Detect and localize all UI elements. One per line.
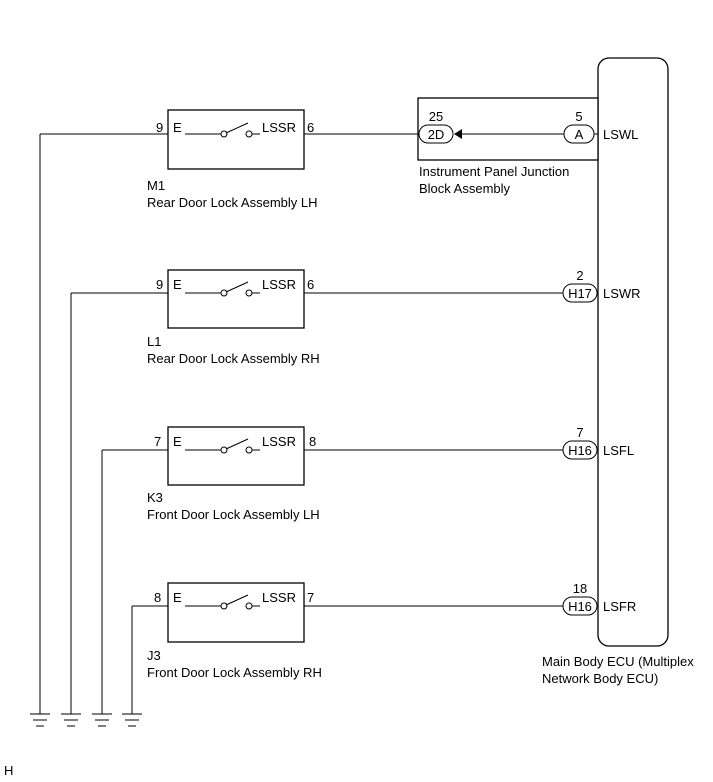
m1-signal-pin: 6 <box>307 120 314 135</box>
m1-ground-pin: 9 <box>156 120 163 135</box>
j3-signal-terminal: LSSR <box>262 590 296 605</box>
j3-ground-terminal: E <box>173 590 182 605</box>
k3-switch-blade <box>225 438 249 450</box>
m1-switch-contact-left <box>220 130 228 138</box>
j3-switch-contact-left <box>220 602 228 610</box>
k3-ground-terminal: E <box>173 434 182 449</box>
m1-body <box>167 109 305 170</box>
l1-signal-pin: 6 <box>307 277 314 292</box>
m1-component-name: Rear Door Lock Assembly LH <box>147 195 318 210</box>
j3-ecu-connector-oval <box>562 596 598 616</box>
k3-ecu-pin: 7 <box>576 425 583 440</box>
k3-switch-contact-right <box>245 446 253 454</box>
j3-ecu-terminal: LSFR <box>603 599 636 614</box>
l1-ecu-connector: H17 <box>568 286 592 301</box>
l1-body <box>167 269 305 329</box>
j3-ecu-pin: 18 <box>573 581 587 596</box>
k3-ground-pin: 7 <box>154 434 161 449</box>
junction-block-name-line1: Instrument Panel Junction <box>419 164 569 179</box>
k3-body <box>167 426 305 486</box>
k3-ecu-terminal: LSFL <box>603 443 634 458</box>
m1-ecu-terminal: LSWL <box>603 127 638 142</box>
junction-right-pin: 5 <box>575 109 582 124</box>
k3-signal-terminal: LSSR <box>262 434 296 449</box>
k3-ecu-connector: H16 <box>568 443 592 458</box>
l1-ecu-terminal: LSWR <box>603 286 641 301</box>
k3-signal-pin: 8 <box>309 434 316 449</box>
j3-signal-pin: 7 <box>307 590 314 605</box>
m1-component-id: M1 <box>147 178 165 193</box>
j3-switch-contact-right <box>245 602 253 610</box>
ecu-name-line1: Main Body ECU (Multiplex <box>542 654 694 669</box>
ground-symbol-3 <box>92 713 112 727</box>
ecu-body <box>597 57 669 647</box>
l1-ground-terminal: E <box>173 277 182 292</box>
l1-switch-contact-right <box>245 289 253 297</box>
m1-ground-terminal: E <box>173 120 182 135</box>
circuit-m1: 9 E LSSR 6 LSWL M1 Rear Door Lock Assemb… <box>30 109 638 727</box>
ecu-name-line2: Network Body ECU) <box>542 671 658 686</box>
circuit-k3: 7 E LSSR 8 H16 7 LSFL K3 Front Door Lock… <box>92 425 634 727</box>
l1-component-id: L1 <box>147 334 161 349</box>
l1-component-name: Rear Door Lock Assembly RH <box>147 351 320 366</box>
connector-a-label: A <box>575 127 584 142</box>
j3-ecu-connector: H16 <box>568 599 592 614</box>
junction-left-pin: 25 <box>429 109 443 124</box>
figure-code: H <box>4 763 13 778</box>
k3-component-id: K3 <box>147 490 163 505</box>
ground-symbol-4 <box>122 713 142 727</box>
junction-arrow <box>454 129 462 139</box>
m1-switch-blade <box>225 122 249 134</box>
l1-ground-pin: 9 <box>156 277 163 292</box>
l1-switch-blade <box>225 281 249 293</box>
connector-2d-label: 2D <box>428 127 445 142</box>
k3-ecu-connector-oval <box>562 440 598 460</box>
j3-switch-blade <box>225 594 249 606</box>
j3-component-id: J3 <box>147 648 161 663</box>
circuit-j3: 8 E LSSR 7 H16 18 LSFR J3 Front Door Loc… <box>122 581 636 727</box>
j3-body <box>167 582 305 643</box>
l1-signal-terminal: LSSR <box>262 277 296 292</box>
ground-symbol-1 <box>30 713 50 727</box>
j3-component-name: Front Door Lock Assembly RH <box>147 665 322 680</box>
circuit-l1: 9 E LSSR 6 H17 2 LSWR L1 Rear Door Lock … <box>61 268 641 727</box>
l1-ecu-connector-oval <box>562 283 598 303</box>
m1-signal-terminal: LSSR <box>262 120 296 135</box>
junction-block-name-line2: Block Assembly <box>419 181 511 196</box>
l1-ecu-pin: 2 <box>576 268 583 283</box>
ground-symbol-2 <box>61 713 81 727</box>
m1-switch-contact-right <box>245 130 253 138</box>
k3-component-name: Front Door Lock Assembly LH <box>147 507 320 522</box>
k3-switch-contact-left <box>220 446 228 454</box>
l1-switch-contact-left <box>220 289 228 297</box>
j3-ground-pin: 8 <box>154 590 161 605</box>
